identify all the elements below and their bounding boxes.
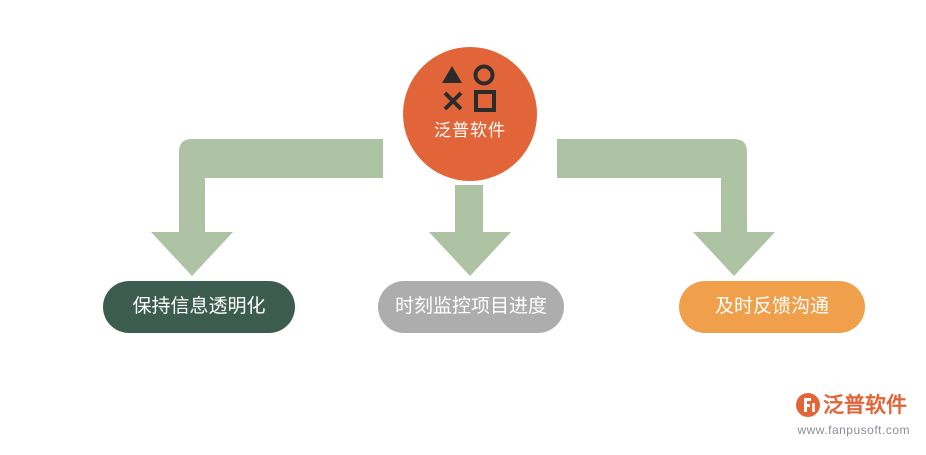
- fanpu-logo-icon: [796, 393, 820, 417]
- node-keep-info-transparent: 保持信息透明化: [103, 281, 295, 333]
- node-timely-feedback: 及时反馈沟通: [679, 281, 865, 333]
- node-label: 保持信息透明化: [132, 296, 266, 318]
- shapes-triangle-circle-cross-square-icon: [442, 64, 496, 112]
- watermark-name: 泛普软件: [823, 393, 907, 417]
- arrow-middle: [429, 185, 511, 276]
- watermark-url: www.fanpusoft.com: [797, 423, 910, 437]
- node-monitor-progress: 时刻监控项目进度: [378, 281, 564, 333]
- hub-node: 泛普软件: [403, 47, 537, 181]
- arrow-left: [151, 139, 383, 276]
- node-label: 时刻监控项目进度: [394, 296, 547, 318]
- watermark-row: 泛普软件: [795, 392, 910, 418]
- hub-label: 泛普软件: [434, 121, 506, 140]
- watermark: 泛普软件 www.fanpusoft.com: [795, 392, 910, 442]
- node-label: 及时反馈沟通: [714, 296, 829, 318]
- arrow-right: [557, 139, 775, 276]
